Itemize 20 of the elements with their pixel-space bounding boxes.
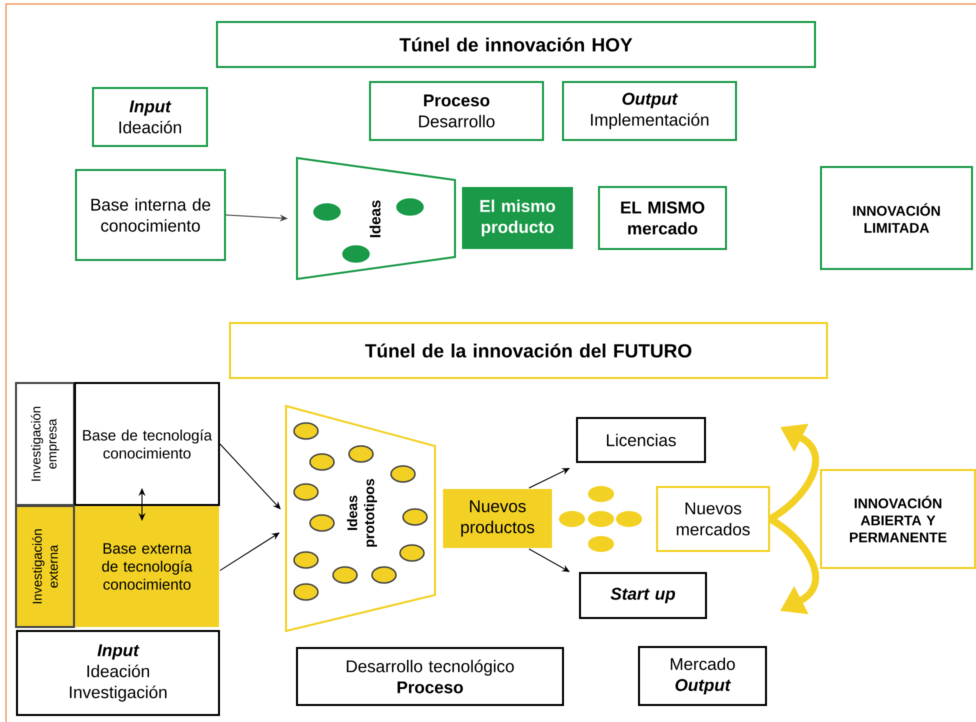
stage-box: Input Ideación <box>92 87 208 147</box>
side-label-box: Investigación empresa <box>15 382 75 506</box>
stage-box: Output Implementación <box>562 81 738 141</box>
stage-box: Desarrollo tecnológico Proceso <box>296 647 564 706</box>
market-box: EL MISMO mercado <box>598 186 727 250</box>
title-box: Túnel de la innovación del FUTURO <box>229 322 828 379</box>
stage-box: Mercado Output <box>638 646 768 706</box>
source-box: Base interna de conocimiento <box>75 169 226 261</box>
title-box: Túnel de innovación HOY <box>216 21 816 68</box>
side-label-box: Investigación externa <box>15 505 75 628</box>
market-box: Nuevos mercados <box>656 486 770 552</box>
option-box: Start up <box>579 572 707 619</box>
result-box: INNOVACIÓN ABIERTA Y PERMANENTE <box>820 469 976 569</box>
curved-arrow <box>768 516 820 614</box>
option-box: Licencias <box>576 417 706 463</box>
product-box: El mismo producto <box>462 187 573 249</box>
stage-box: Input Ideación Investigación <box>16 630 220 716</box>
stage-box: Proceso Desarrollo <box>369 81 544 141</box>
result-box: INNOVACIÓN LIMITADA <box>820 166 974 270</box>
product-box: Nuevos productos <box>443 489 552 548</box>
